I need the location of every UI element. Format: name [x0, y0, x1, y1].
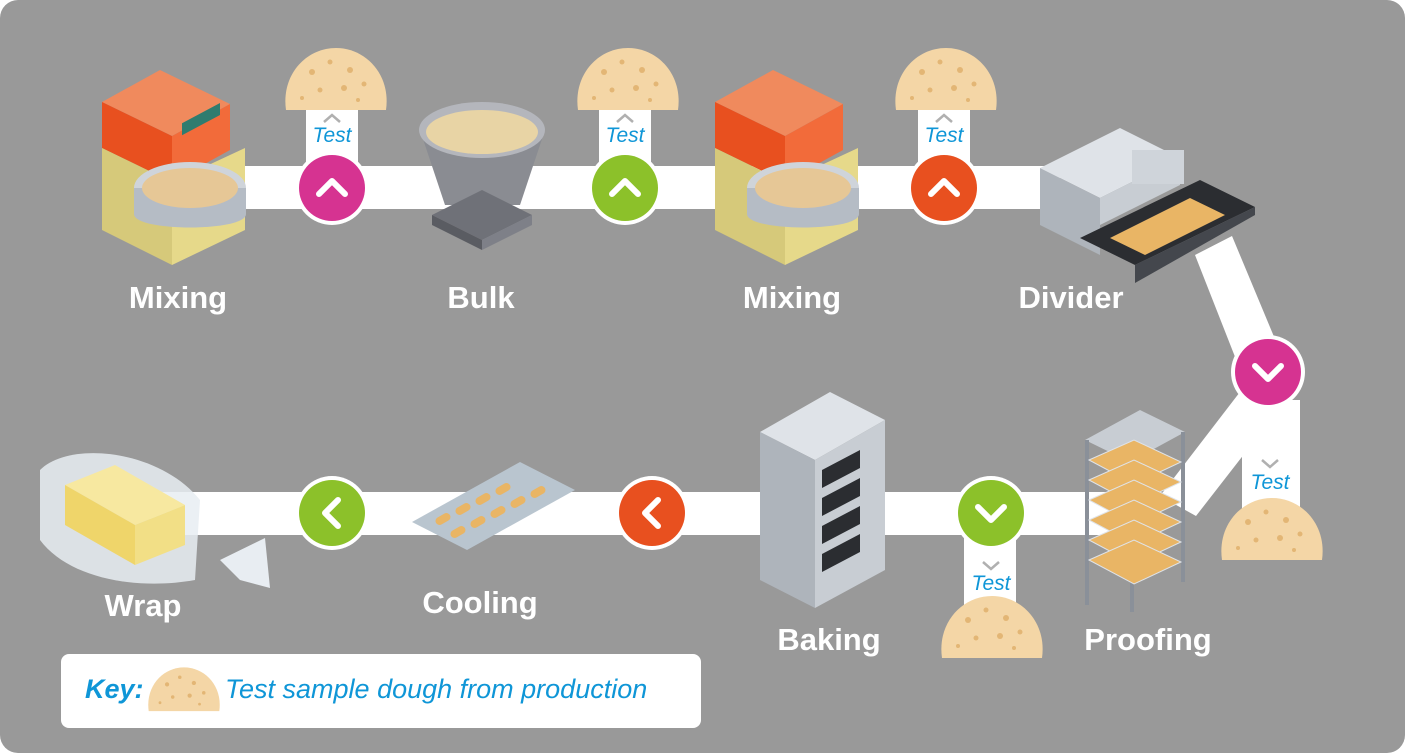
cooling-tray [412, 462, 575, 550]
dough-sample-icon [148, 667, 220, 712]
chevron-left-icon [642, 497, 661, 529]
checkpoint-1 [295, 151, 369, 225]
chevron-down-icon [975, 504, 1007, 523]
wrapped-bread [40, 453, 270, 588]
small-chevron-up-icon [323, 113, 341, 123]
checkpoint-4 [1231, 335, 1305, 409]
proofing-rack [1085, 410, 1185, 612]
small-chevron-down-icon [982, 561, 1000, 571]
test-label-4: Test [1250, 471, 1290, 494]
test-label-5: Test [971, 572, 1011, 595]
small-chevron-up-icon [935, 113, 953, 123]
chevron-left-icon [322, 497, 341, 529]
stage-label-bulk: Bulk [447, 280, 515, 315]
stage-label-mixing-2: Mixing [742, 280, 842, 315]
mixer-machine-2 [715, 70, 859, 265]
chevron-down-icon [1252, 363, 1284, 382]
checkpoint-7 [295, 476, 369, 550]
chevron-up-icon [928, 178, 960, 197]
test-label-2: Test [605, 124, 645, 147]
key-legend: Key: Test sample dough from production [61, 654, 701, 728]
stage-label-baking: Baking [777, 622, 881, 657]
key-title: Key: [85, 674, 144, 704]
checkpoint-5 [954, 476, 1028, 550]
checkpoint-2 [588, 151, 662, 225]
test-label-1: Test [312, 124, 352, 147]
bulk-bowl [419, 102, 545, 250]
small-chevron-up-icon [616, 113, 634, 123]
small-chevron-down-icon [1261, 459, 1279, 469]
stage-label-cooling: Cooling [422, 585, 538, 620]
chevron-up-icon [609, 178, 641, 197]
stage-label-proofing: Proofing [1084, 622, 1212, 657]
stage-label-wrap: Wrap [104, 588, 182, 623]
mixer-machine-1 [102, 70, 246, 265]
checkpoint-3 [907, 151, 981, 225]
chevron-up-icon [316, 178, 348, 197]
baking-oven [760, 392, 885, 608]
divider-machine [1040, 128, 1255, 283]
checkpoint-6 [615, 476, 689, 550]
test-label-3: Test [924, 124, 964, 147]
key-text: Test sample dough from production [225, 674, 648, 704]
stage-label-mixing-1: Mixing [128, 280, 228, 315]
stage-label-divider: Divider [1018, 280, 1124, 315]
